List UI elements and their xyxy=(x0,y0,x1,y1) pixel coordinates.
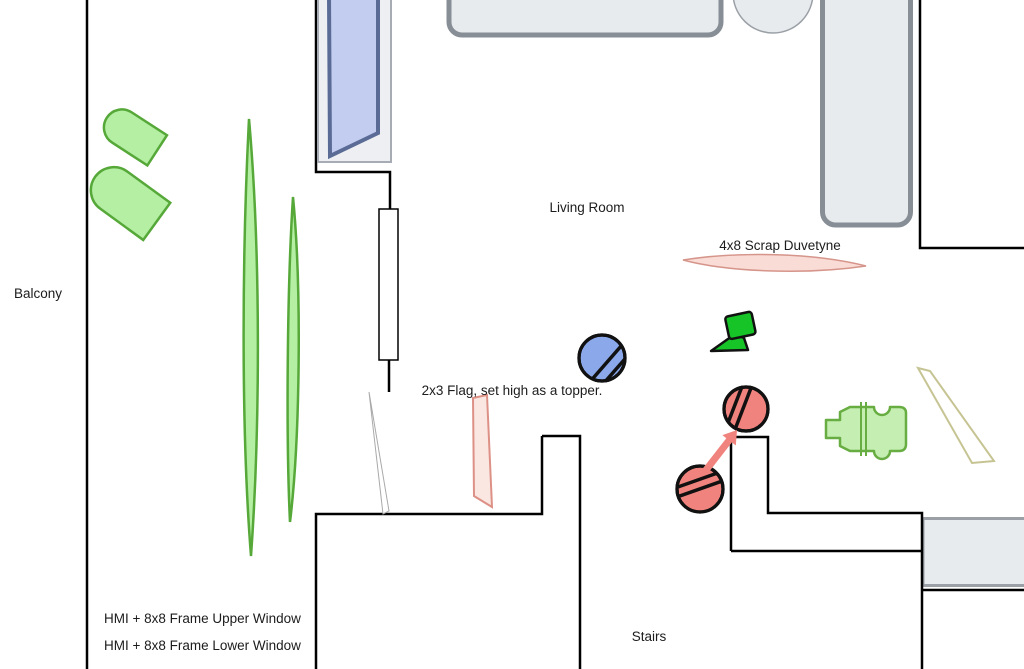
move-arrow-icon[interactable] xyxy=(703,430,737,473)
open-face-light-icon[interactable] xyxy=(824,402,908,461)
label-living-room: Living Room xyxy=(549,200,624,215)
open-window-icon[interactable] xyxy=(327,0,380,160)
duvetyne-icon[interactable] xyxy=(682,253,867,272)
table-bottom-right[interactable] xyxy=(921,517,1024,587)
label-stairs: Stairs xyxy=(632,629,667,644)
label-flag-note[interactable]: 2x3 Flag, set high as a topper. xyxy=(422,383,603,398)
bounce-board-icon[interactable] xyxy=(915,366,996,465)
sofa-top[interactable] xyxy=(446,0,724,38)
wall-stair-right xyxy=(729,435,924,669)
frame-8x8-small-icon[interactable] xyxy=(286,196,300,523)
fabric-group xyxy=(471,253,996,509)
door-icon xyxy=(378,208,399,361)
sofa-right[interactable] xyxy=(820,0,913,228)
wall-stair-left xyxy=(542,434,582,669)
hmi-light-upper-icon[interactable] xyxy=(97,103,169,168)
labels-group: Balcony Living Room Stairs 4x8 Scrap Duv… xyxy=(14,200,841,653)
label-scrap-duvetyne[interactable]: 4x8 Scrap Duvetyne xyxy=(719,238,841,253)
walls-group xyxy=(85,0,1024,669)
wall-upper-window xyxy=(314,0,392,209)
fresnel-light-icon[interactable] xyxy=(709,310,757,353)
door-swing-icon xyxy=(368,391,390,515)
blue-light-head-icon[interactable] xyxy=(577,333,631,391)
label-hmi-lower[interactable]: HMI + 8x8 Frame Lower Window xyxy=(104,638,301,653)
red-light-head-upper-icon[interactable] xyxy=(722,384,770,433)
openings-group xyxy=(317,0,399,515)
flag-2x3-icon[interactable] xyxy=(471,393,494,509)
yoke-lines xyxy=(860,402,867,456)
label-hmi-upper[interactable]: HMI + 8x8 Frame Upper Window xyxy=(104,611,301,626)
hmi-light-lower-icon[interactable] xyxy=(82,158,173,242)
light-heads-group xyxy=(577,333,770,514)
wall-mid-lower xyxy=(314,436,544,669)
round-table-top[interactable] xyxy=(732,0,814,34)
red-light-head-lower-icon[interactable] xyxy=(675,464,728,514)
label-balcony: Balcony xyxy=(14,286,62,301)
furniture-group xyxy=(446,0,1024,587)
wall-top-right xyxy=(918,0,1024,250)
frame-8x8-large-icon[interactable] xyxy=(242,118,260,557)
green-gear-group xyxy=(82,103,908,557)
